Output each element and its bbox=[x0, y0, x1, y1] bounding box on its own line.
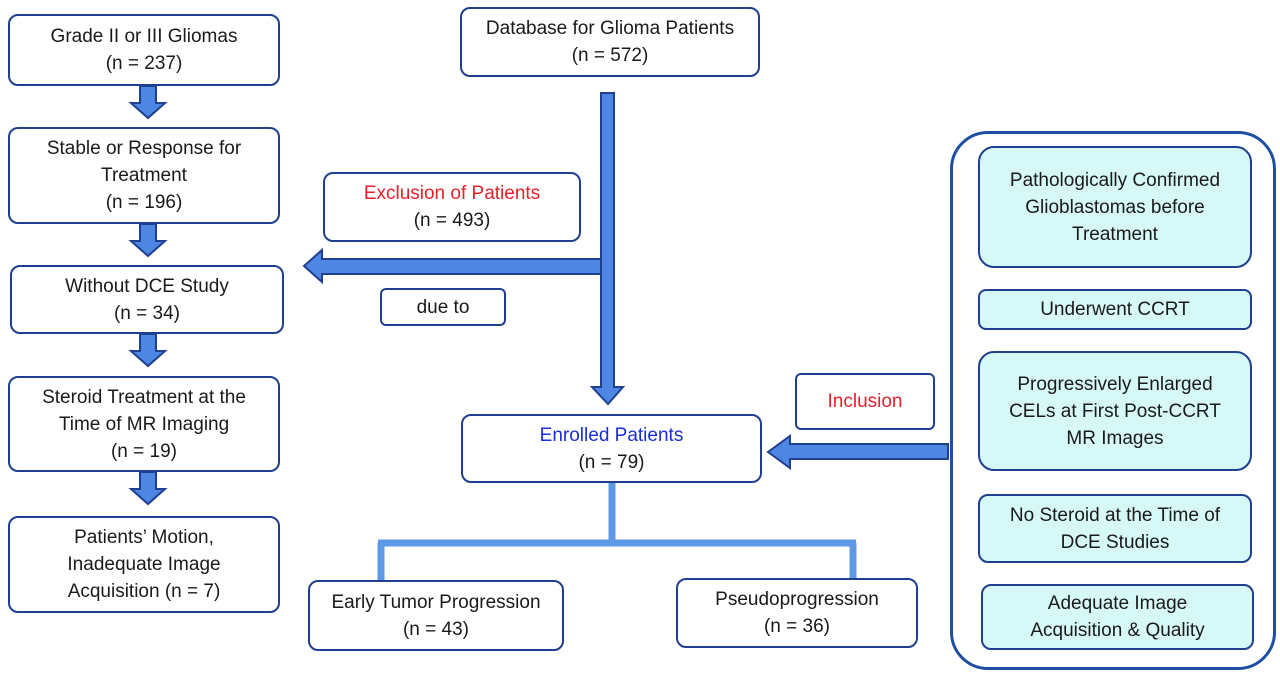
steroid-line-2: Time of MR Imaging bbox=[58, 413, 230, 435]
database-line-1: Database for Glioma Patients bbox=[485, 18, 735, 39]
nosteroid-line-2: DCE Studies bbox=[1060, 531, 1170, 553]
stable-line-1: Stable or Response for bbox=[46, 138, 242, 159]
nosteroid-line-1: No Steroid at the Time of bbox=[1009, 504, 1221, 526]
ccrt-line-1: Underwent CCRT bbox=[1040, 299, 1190, 320]
grade-line-2: (n = 237) bbox=[105, 53, 183, 74]
grade-line-1: Grade II or III Gliomas bbox=[50, 26, 238, 47]
exclusion-count: (n = 493) bbox=[413, 210, 491, 231]
stable-line-2: Treatment bbox=[101, 165, 187, 186]
database-line-2: (n = 572) bbox=[571, 45, 649, 66]
down-arrow-3-icon bbox=[128, 333, 168, 368]
grade-box: Grade II or III Gliomas (n = 237) bbox=[8, 14, 280, 86]
criterion-confirmed-box: Pathologically Confirmed Glioblastomas b… bbox=[978, 146, 1252, 268]
enlarged-line-2: CELs at First Post-CCRT bbox=[1009, 400, 1221, 422]
inclusion-label: Inclusion bbox=[827, 391, 903, 412]
due-to-label: due to bbox=[416, 296, 470, 318]
pseudo-line-2: (n = 36) bbox=[763, 616, 830, 637]
down-arrow-4-icon bbox=[128, 471, 168, 506]
early-line-2: (n = 43) bbox=[402, 618, 469, 640]
main-down-arrow-icon bbox=[589, 92, 626, 406]
motion-box: Patients’ Motion, Inadequate Image Acqui… bbox=[8, 516, 280, 613]
confirmed-line-3: Treatment bbox=[1072, 223, 1158, 245]
enlarged-line-1: Progressively Enlarged bbox=[1017, 373, 1213, 395]
criterion-ccrt-box: Underwent CCRT bbox=[978, 289, 1252, 330]
database-box: Database for Glioma Patients (n = 572) bbox=[460, 7, 760, 77]
criterion-nosteroid-box: No Steroid at the Time of DCE Studies bbox=[978, 494, 1252, 563]
due-to-box: due to bbox=[380, 288, 506, 326]
motion-line-1: Patients’ Motion, bbox=[74, 527, 214, 548]
confirmed-line-1: Pathologically Confirmed bbox=[1009, 169, 1221, 191]
pseudoprogression-box: Pseudoprogression (n = 36) bbox=[676, 578, 918, 648]
steroid-line-1: Steroid Treatment at the bbox=[42, 386, 246, 408]
dce-line-2: (n = 34) bbox=[113, 302, 180, 324]
enrolled-box: Enrolled Patients (n = 79) bbox=[461, 414, 762, 483]
early-progression-box: Early Tumor Progression (n = 43) bbox=[308, 580, 564, 651]
adequate-line-2: Acquisition & Quality bbox=[1030, 620, 1205, 641]
exclusion-title: Exclusion of Patients bbox=[363, 183, 541, 204]
pseudo-line-1: Pseudoprogression bbox=[715, 589, 879, 610]
criterion-enlarged-box: Progressively Enlarged CELs at First Pos… bbox=[978, 351, 1252, 471]
enrolled-count: (n = 79) bbox=[578, 451, 645, 473]
motion-line-3: Acquisition (n = 7) bbox=[67, 581, 221, 602]
inclusion-arrow-icon bbox=[766, 434, 949, 470]
adequate-line-1: Adequate Image bbox=[1047, 593, 1188, 614]
inclusion-box: Inclusion bbox=[795, 373, 935, 430]
steroid-line-3: (n = 19) bbox=[110, 440, 177, 462]
down-arrow-1-icon bbox=[128, 85, 168, 120]
dce-box: Without DCE Study (n = 34) bbox=[10, 265, 284, 334]
enrolled-title: Enrolled Patients bbox=[539, 424, 684, 446]
down-arrow-2-icon bbox=[128, 223, 168, 258]
enlarged-line-3: MR Images bbox=[1066, 427, 1164, 449]
early-line-1: Early Tumor Progression bbox=[331, 591, 541, 613]
exclusion-box: Exclusion of Patients (n = 493) bbox=[323, 172, 581, 242]
criterion-adequate-box: Adequate Image Acquisition & Quality bbox=[981, 584, 1254, 650]
stable-box: Stable or Response for Treatment (n = 19… bbox=[8, 127, 280, 224]
motion-line-2: Inadequate Image bbox=[67, 554, 221, 575]
steroid-box: Steroid Treatment at the Time of MR Imag… bbox=[8, 376, 280, 472]
confirmed-line-2: Glioblastomas before bbox=[1025, 196, 1205, 218]
outcome-connector bbox=[377, 482, 857, 582]
exclusion-arrow-icon bbox=[302, 247, 602, 285]
stable-line-3: (n = 196) bbox=[105, 192, 183, 213]
dce-line-1: Without DCE Study bbox=[65, 275, 229, 297]
